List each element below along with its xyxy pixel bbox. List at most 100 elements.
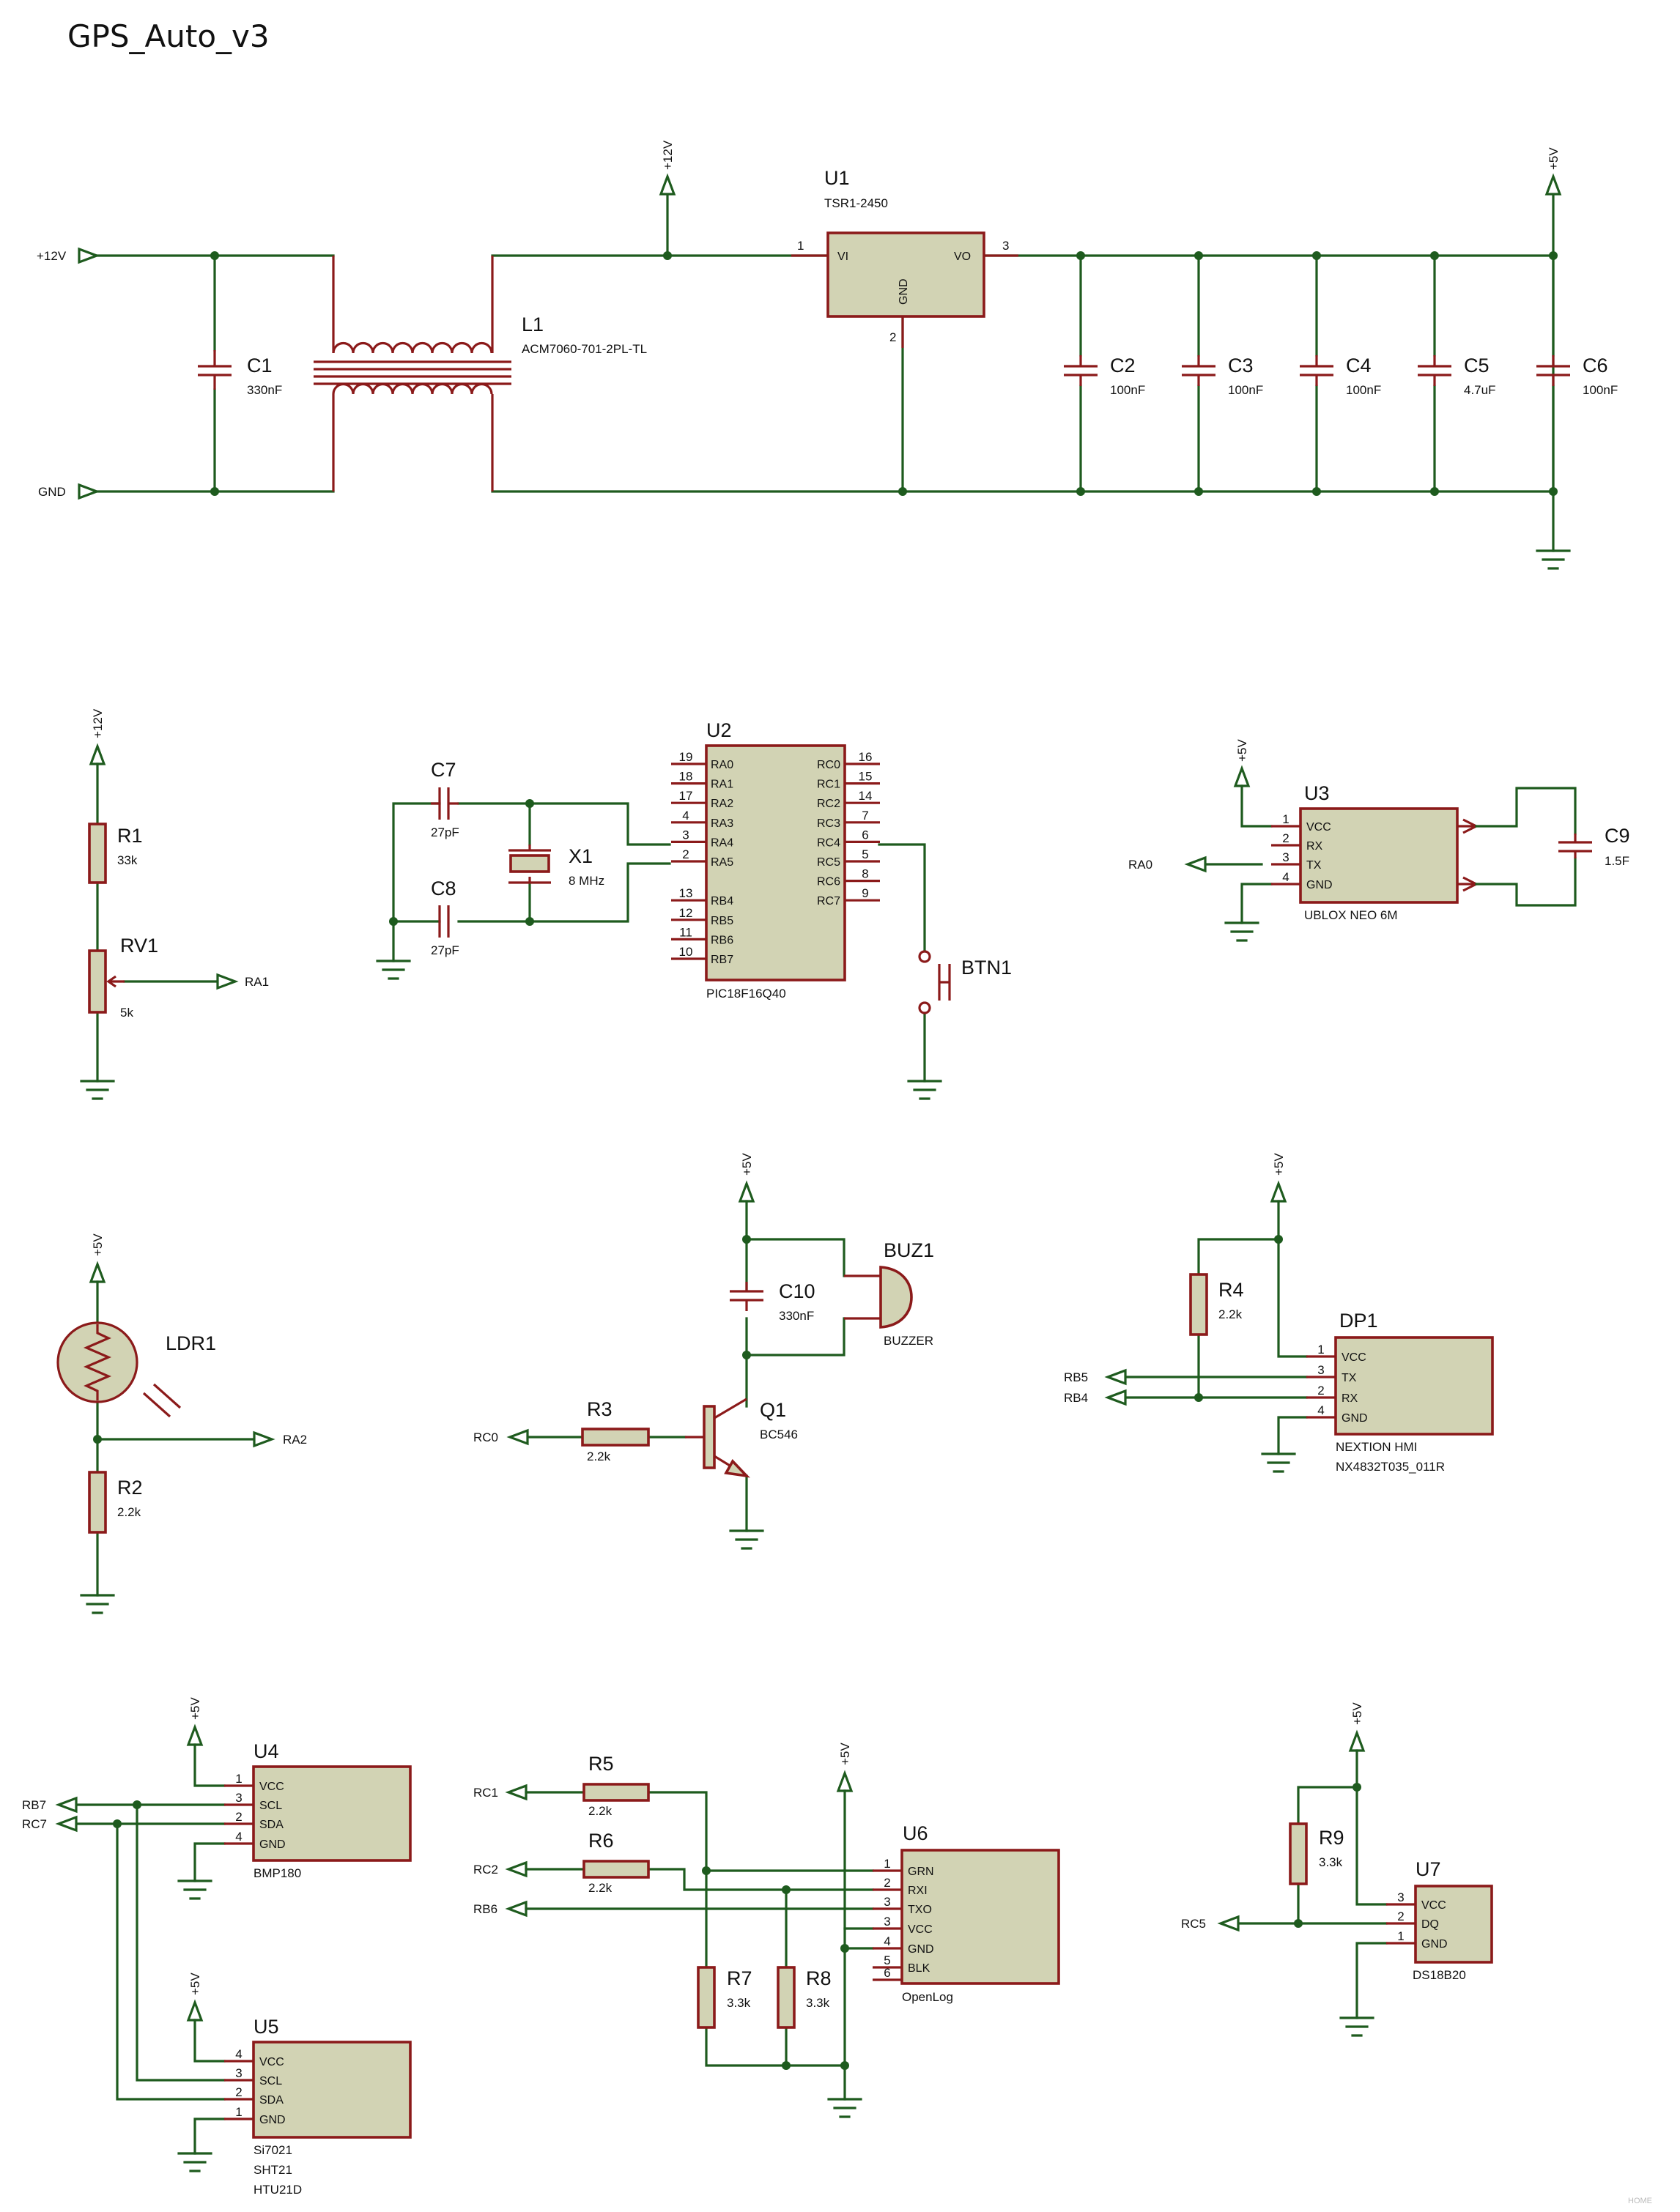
u2-pin-ra1: RA1 <box>711 779 733 791</box>
r9-value: 3.3k <box>1319 1855 1343 1869</box>
net-label-5v: +5V <box>1235 739 1249 762</box>
u1-pin-number: 1 <box>797 239 804 253</box>
c3-capacitor: C3 100nF <box>1182 355 1263 397</box>
u6-value: OpenLog <box>902 1990 953 2004</box>
r9-resistor: R9 3.3k <box>1289 1822 1344 1885</box>
c9-capacitor: C9 1.5F <box>1558 825 1630 868</box>
q1-ref: Q1 <box>760 1399 786 1421</box>
u2-pin-number: 11 <box>679 925 692 939</box>
u2-pin-number: 12 <box>679 906 693 920</box>
u6-pin-number: 2 <box>884 1876 890 1890</box>
i2c-sensors-section: +5V RB7 RC7 +5V U4 BMP180 1VCC3SCL2SDA4G… <box>22 1697 412 2197</box>
dp1-pin-number: 3 <box>1317 1363 1324 1377</box>
dp1-pin-tx: TX <box>1342 1372 1357 1384</box>
u2-pin-ra2: RA2 <box>711 798 733 810</box>
r4-resistor: R4 2.2k <box>1189 1273 1244 1336</box>
r2-ref: R2 <box>117 1477 143 1499</box>
c4-value: 100nF <box>1346 383 1381 397</box>
ground-icon <box>80 1080 115 1100</box>
net-label-5v: +5V <box>740 1153 754 1176</box>
u5-value2: SHT21 <box>254 2163 292 2177</box>
r3-resistor: R3 2.2k <box>581 1398 650 1463</box>
output-arrow-icon <box>55 1815 78 1833</box>
ground-icon <box>827 2098 862 2118</box>
l1-common-mode-choke: L1 ACM7060-701-2PL-TL <box>314 256 647 491</box>
u6-pin-number: 4 <box>884 1934 890 1948</box>
net-label-rc7: RC7 <box>22 1817 47 1831</box>
c1-capacitor: C1 330nF <box>198 350 282 397</box>
c7-value: 27pF <box>431 825 459 839</box>
r3-value: 2.2k <box>587 1450 611 1463</box>
u6-pin-txo: TXO <box>908 1904 932 1916</box>
u2-pin-number: 4 <box>682 809 689 823</box>
net-label-12v: +12V <box>91 708 105 738</box>
u2-pin-number: 17 <box>679 789 693 803</box>
r4-ref: R4 <box>1218 1279 1244 1301</box>
openlog-section: RC1 RC2 RB6 +5V R5 2.2k R6 2.2k R7 3.3k … <box>473 1742 1060 2118</box>
u2-pin-number: 8 <box>862 867 868 881</box>
dp1-pin-vcc: VCC <box>1342 1351 1366 1364</box>
c3-ref: C3 <box>1228 355 1254 376</box>
power-terminal-icon <box>1544 173 1562 196</box>
q1-transistor: Q1 BC546 <box>685 1398 798 1478</box>
dp1-value2: NX4832T035_011R <box>1336 1460 1445 1474</box>
page-title: GPS_Auto_v3 <box>67 18 270 54</box>
output-arrow-icon <box>505 1900 528 1918</box>
u5-value: Si7021 <box>254 2143 292 2157</box>
r2-resistor <box>88 1471 107 1534</box>
net-label-rb7: RB7 <box>22 1798 46 1812</box>
u2-pin-ra4: RA4 <box>711 836 733 849</box>
ground-icon <box>80 1594 115 1614</box>
u2-pin-rc3: RC3 <box>817 817 840 830</box>
c1-ref: C1 <box>247 355 273 376</box>
u2-pin-ra5: RA5 <box>711 856 733 869</box>
u2-pin-number: 2 <box>682 847 689 861</box>
u5-pin-number: 3 <box>235 2066 242 2080</box>
buz1-value: BUZZER <box>884 1334 933 1348</box>
u4-pin-number: 4 <box>235 1830 242 1844</box>
c1-value: 330nF <box>247 383 282 397</box>
u7-ref: U7 <box>1416 1858 1441 1880</box>
u6-pin-grn: GRN <box>908 1866 934 1878</box>
power-terminal-icon <box>89 1261 106 1283</box>
u3-pin-vcc: VCC <box>1306 821 1331 834</box>
c9-value: 1.5F <box>1605 854 1629 868</box>
u3-value: UBLOX NEO 6M <box>1304 908 1398 922</box>
ldr-section: +5V LDR1 R2 2.2k RA2 <box>56 1233 307 1614</box>
u3-pin-number: 3 <box>1282 850 1289 864</box>
power-terminal-icon <box>1270 1180 1287 1203</box>
dp1-value: NEXTION HMI <box>1336 1440 1417 1454</box>
rv1-value: 5k <box>120 1006 133 1020</box>
r3-ref: R3 <box>587 1398 613 1420</box>
u7-pin-number: 3 <box>1397 1890 1404 1904</box>
net-label-12v-rail: +12V <box>661 140 675 170</box>
c10-ref: C10 <box>779 1280 815 1302</box>
pin-arrow-icon <box>1462 818 1477 892</box>
dp1-pin-gnd: GND <box>1342 1412 1368 1425</box>
ground-icon <box>177 2152 212 2172</box>
net-label-5v: +5V <box>188 1972 202 1995</box>
net-label-rb6: RB6 <box>473 1902 497 1916</box>
net-label-ra2: RA2 <box>283 1433 307 1447</box>
u5-pin-number: 2 <box>235 2085 242 2099</box>
l1-value: ACM7060-701-2PL-TL <box>522 342 647 356</box>
mcu-section: C7 27pF C8 27pF X1 8 MHz U2 PIC18F16Q40 … <box>376 719 1012 1100</box>
c8-ref: C8 <box>431 877 456 899</box>
net-label-5v: +5V <box>1272 1153 1286 1176</box>
u4-ref: U4 <box>254 1740 279 1762</box>
u4-pin-vcc: VCC <box>259 1781 284 1793</box>
r8-resistor: R8 3.3k <box>777 1966 832 2029</box>
u7-pin-number: 2 <box>1397 1909 1404 1923</box>
ground-icon <box>376 960 411 980</box>
u6-pin-number: 1 <box>884 1857 890 1871</box>
u2-pin-rb5: RB5 <box>711 915 733 927</box>
l1-ref: L1 <box>522 313 544 335</box>
power-supply-section: +12V GND C1 330nF L1 ACM7060-701-2PL-TL … <box>37 140 1618 570</box>
watermark-text: HOME <box>1628 2197 1652 2205</box>
ground-icon <box>1261 1452 1296 1473</box>
net-label-gnd-input: GND <box>38 485 66 499</box>
u6-pin-blk: BLK <box>908 1962 930 1975</box>
